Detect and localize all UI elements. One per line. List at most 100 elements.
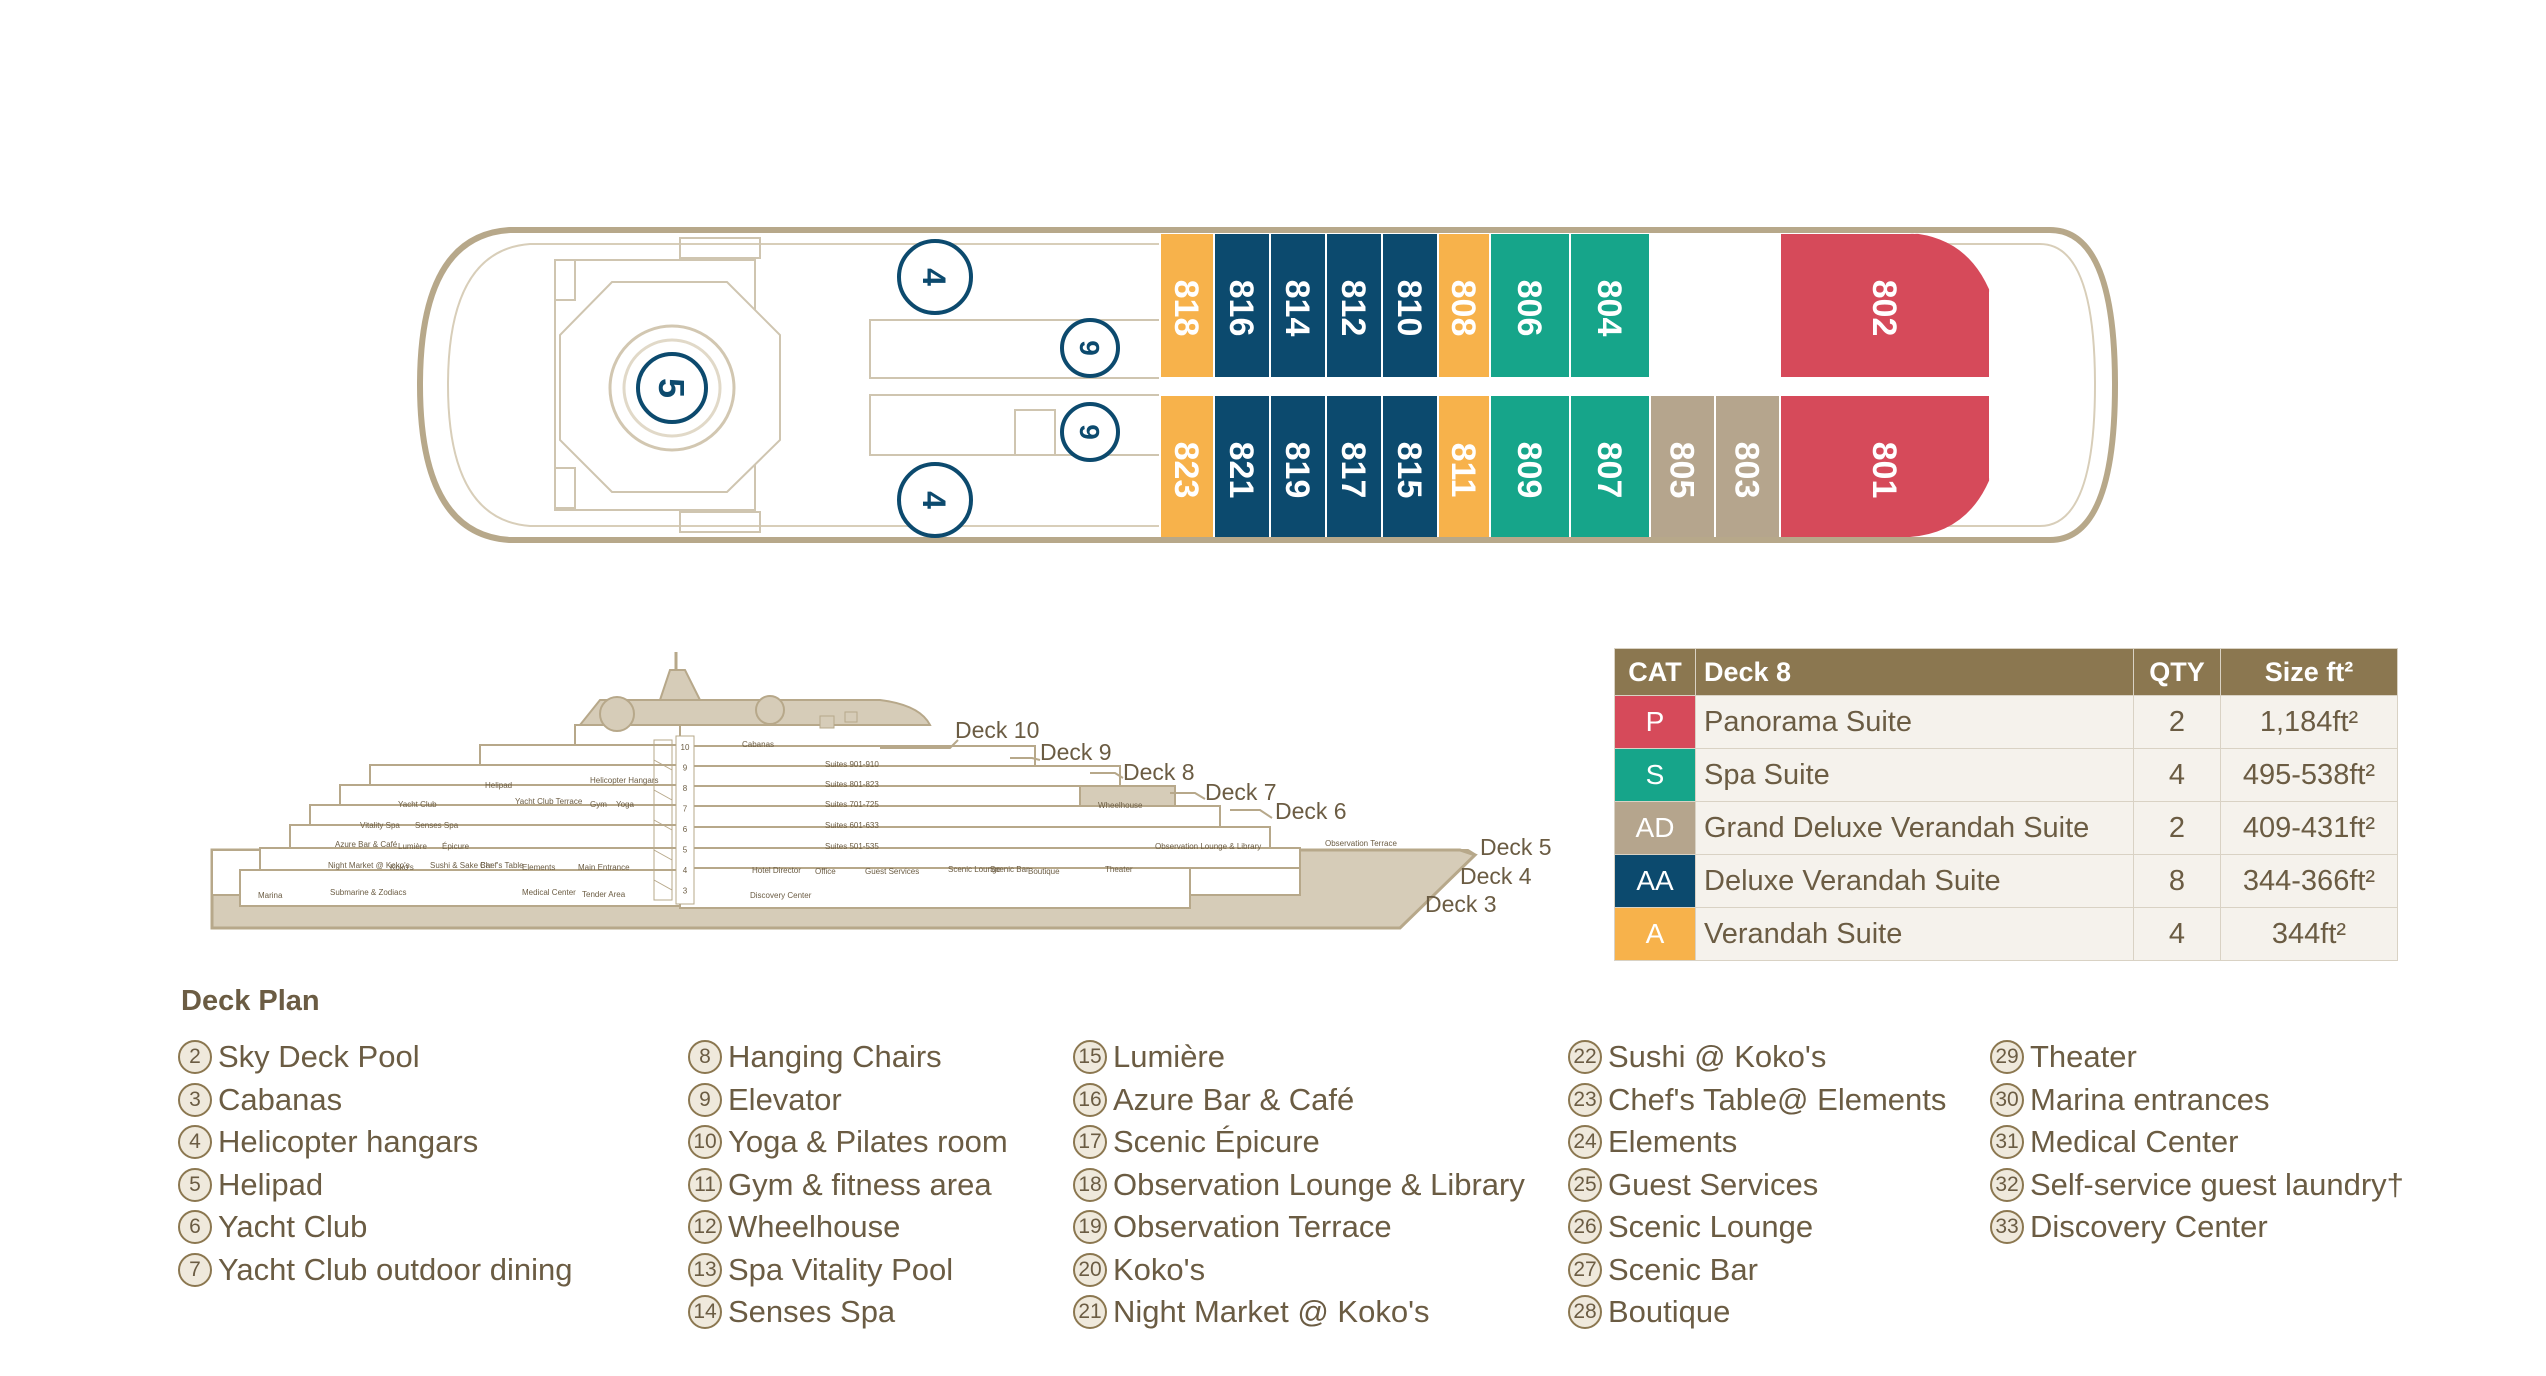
side-gym: Gym [590,800,607,809]
legend-label: Lumière [1113,1039,1225,1075]
cabin-number: 811 [1444,443,1482,498]
side-tender-area: Tender Area [582,890,626,899]
legend-label: Sushi @ Koko's [1608,1039,1827,1075]
legend-number-badge: 11 [688,1167,722,1202]
cabin-804 [1569,233,1651,379]
side-epicure: Épicure [442,842,470,851]
cabin-802 [1779,233,1991,379]
side-office: Office [815,867,836,876]
category-name: Deluxe Verandah Suite [1695,854,2134,908]
side-deck-number: 9 [683,764,688,773]
legend-number-badge: 9 [688,1082,722,1117]
legend-label: Helipad [218,1166,324,1202]
legend-label: Observation Lounge & Library [1113,1166,1525,1202]
category-code: P [1614,695,1696,749]
category-qty: 2 [2133,801,2221,855]
hangar-top-number: 4 [916,268,952,286]
legend-number-badge: 31 [1990,1125,2024,1160]
legend-label: Yacht Club [218,1209,368,1245]
legend-number-badge: 23 [1568,1082,1602,1117]
cabin-811 [1437,394,1491,537]
legend-number-badge: 18 [1073,1167,1107,1202]
legend-label: Discovery Center [2030,1209,2268,1245]
legend-label: Spa Vitality Pool [728,1251,954,1287]
side-yoga: Yoga [616,800,635,809]
cabin-801 [1779,394,1991,537]
legend-number-badge: 16 [1073,1082,1107,1117]
legend-number-badge: 2 [178,1040,212,1075]
legend-label: Boutique [1608,1294,1731,1330]
side-azure-bar: Azure Bar & Café [335,840,398,849]
legend-label: Wheelhouse [728,1209,901,1245]
legend-label: Yacht Club outdoor dining [218,1251,573,1287]
side-chefs-table: Chef's Table [480,861,524,870]
side-elements: Elements [522,863,555,872]
cabin-number: 805 [1663,442,1701,499]
side-deck-number: 10 [681,743,690,752]
side-main-entrance: Main Entrance [578,863,630,872]
legend-label: Scenic Épicure [1113,1124,1320,1160]
legend-number-badge: 17 [1073,1125,1107,1160]
cabin-815 [1381,394,1439,537]
deck-label: Deck 4 [1460,863,1532,889]
category-code: A [1614,907,1696,961]
side-medical-center: Medical Center [522,888,576,897]
cabin-number: 816 [1222,280,1260,337]
cabin-number: 815 [1390,442,1428,499]
category-size: 344ft² [2220,907,2398,961]
category-code: AD [1614,801,1696,855]
legend-number-badge: 26 [1568,1210,1602,1245]
side-scenic-lounge: Scenic Lounge [948,865,1001,874]
cabin-number: 818 [1167,280,1205,337]
cabin-818 [1159,233,1215,379]
cabin-number: 817 [1334,442,1372,499]
legend-number-badge: 12 [688,1210,722,1245]
cabin-number: 807 [1590,442,1628,499]
cabin-805 [1649,394,1716,537]
category-qty: 4 [2133,907,2221,961]
legend-label: Marina entrances [2030,1081,2270,1117]
cabin-803 [1714,394,1781,537]
side-marina: Marina [258,891,283,900]
cabin-819 [1269,394,1327,537]
legend-number-badge: 33 [1990,1210,2024,1245]
hangar-bottom-marker [897,462,973,538]
legend-label: Self-service guest laundry† [2030,1166,2404,1202]
legend-number-badge: 6 [178,1210,212,1245]
category-name: Grand Deluxe Verandah Suite [1695,801,2134,855]
legend-label: Koko's [1113,1251,1206,1287]
side-deck-number: 5 [683,846,688,855]
legend-number-badge: 25 [1568,1167,1602,1202]
category-qty: 8 [2133,854,2221,908]
legend-number-badge: 30 [1990,1082,2024,1117]
side-wheelhouse: Wheelhouse [1098,801,1143,810]
header-size: Size ft² [2220,648,2398,696]
cabin-number: 821 [1222,442,1260,499]
category-code: AA [1614,854,1696,908]
side-submarine: Submarine & Zodiacs [330,888,406,897]
cabin-number: 808 [1444,280,1482,337]
legend-label: Scenic Bar [1608,1251,1758,1287]
legend-number-badge: 24 [1568,1125,1602,1160]
legend-number-badge: 22 [1568,1040,1602,1075]
cabin-number: 814 [1278,280,1316,337]
